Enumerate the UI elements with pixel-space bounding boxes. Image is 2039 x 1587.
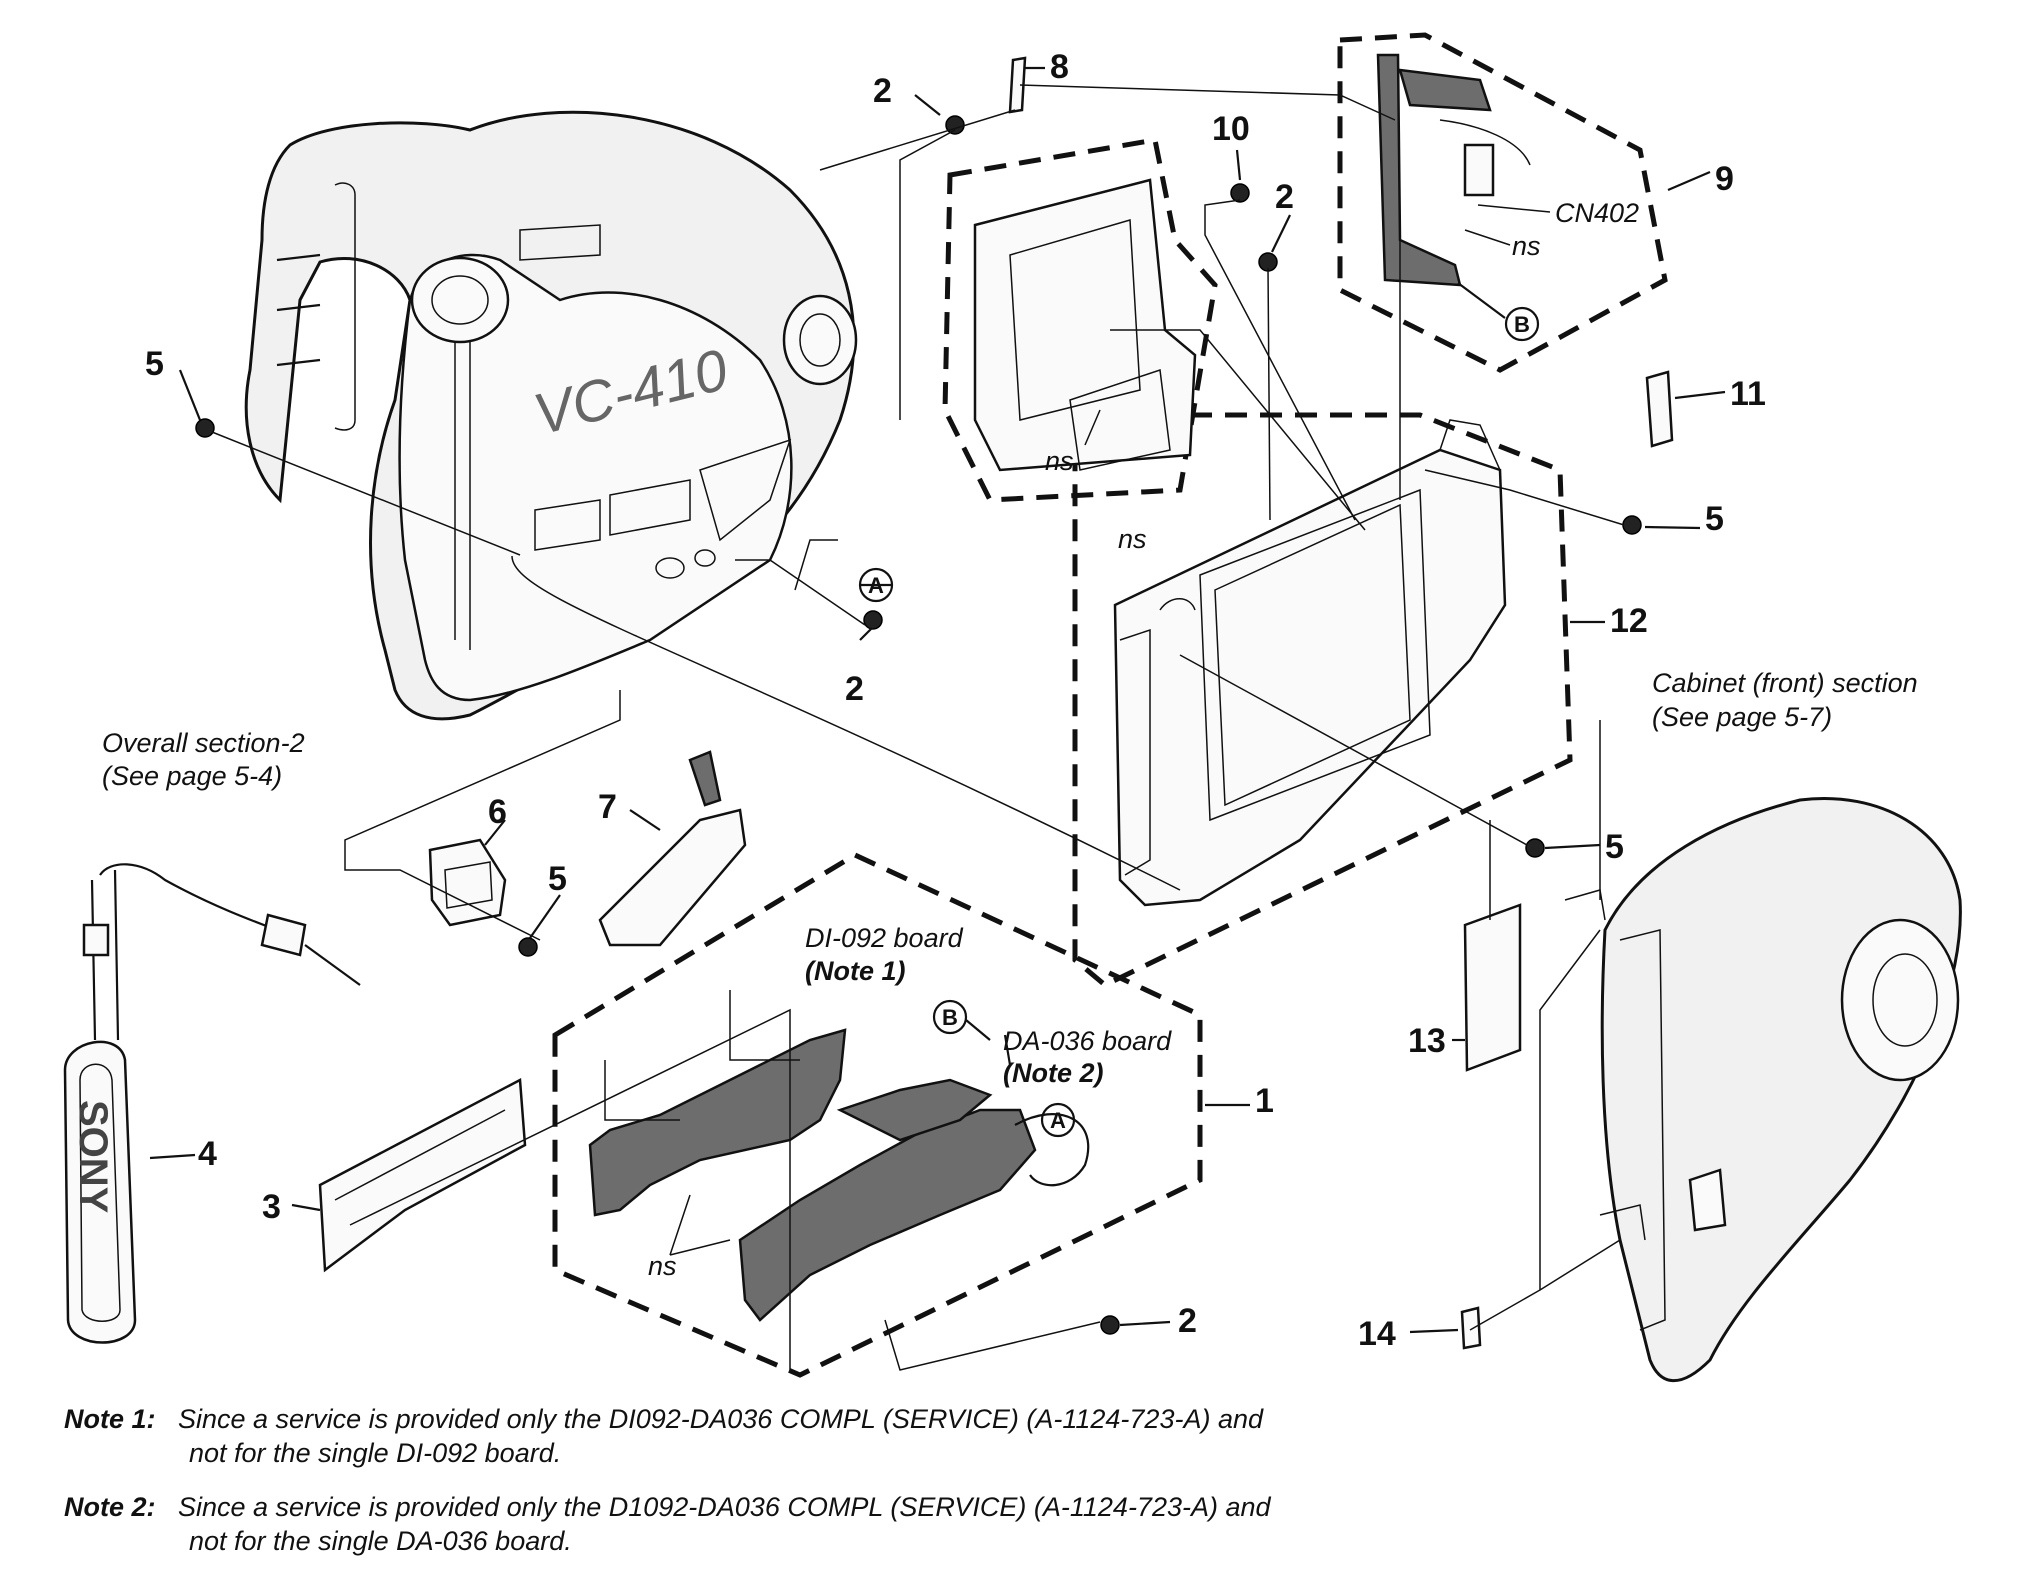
- callout-14: 14: [1358, 1315, 1396, 1353]
- callout-3: 3: [262, 1188, 281, 1226]
- sheet-part-13: [1463, 903, 1522, 1072]
- di-note-label: (Note 1): [805, 956, 906, 986]
- screw-2a: [945, 115, 965, 135]
- strap-brand-text: SONY: [71, 1100, 115, 1214]
- ns-label-1: ns: [1512, 231, 1541, 261]
- callout-1: 1: [1255, 1082, 1274, 1120]
- callout-11: 11: [1730, 375, 1766, 413]
- overall-section-page: (See page 5-4): [102, 761, 282, 791]
- callout-6: 6: [488, 793, 507, 831]
- callout-5a: 5: [145, 345, 164, 383]
- board-assembly-group-1: [552, 852, 1203, 1378]
- callout-2d: 2: [1178, 1302, 1197, 1340]
- cover-part-11: [1645, 370, 1674, 448]
- ref-marker-a-2: A: [1050, 1108, 1066, 1133]
- da-note-label: (Note 2): [1003, 1058, 1104, 1088]
- note-1-line2: not for the single DI-092 board.: [189, 1438, 562, 1468]
- sheet-part-14: [1460, 1306, 1482, 1350]
- callout-8: 8: [1050, 48, 1069, 86]
- bracket-group-10: [942, 137, 1218, 503]
- callout-2b: 2: [1275, 178, 1294, 216]
- ref-marker-b-2: B: [942, 1005, 958, 1030]
- callout-10: 10: [1212, 110, 1250, 148]
- note-2: Note 2: Since a service is provided only …: [64, 1490, 1271, 1558]
- note-2-line1: Since a service is provided only the D10…: [178, 1492, 1271, 1522]
- screw-5b: [1622, 515, 1642, 535]
- screw-5d: [518, 937, 538, 957]
- cabinet-front-assembly: [1564, 797, 1962, 1383]
- hand-strap-part-4: SONY: [63, 863, 361, 1344]
- leader-lines: [149, 66, 1726, 1371]
- note-2-line2: not for the single DA-036 board.: [189, 1526, 572, 1556]
- ref-marker-b-1: B: [1514, 312, 1530, 337]
- note-2-label: Note 2:: [64, 1492, 156, 1522]
- screw-5a: [195, 418, 215, 438]
- di-092-board: [588, 1028, 847, 1217]
- overall-section-2-assembly: VC-410: [244, 110, 858, 721]
- callout-7: 7: [598, 788, 617, 826]
- ns-label-4: ns: [648, 1251, 677, 1281]
- lever-part-7: [598, 750, 747, 947]
- flex-harness-group-9: [1337, 32, 1668, 373]
- cover-part-8: [1008, 56, 1027, 114]
- callout-5b: 5: [1705, 500, 1724, 538]
- note-1: Note 1: Since a service is provided only …: [64, 1402, 1263, 1470]
- note-1-label: Note 1:: [64, 1404, 156, 1434]
- overall-section-label: Overall section-2: [102, 728, 305, 758]
- callout-2c: 2: [845, 670, 864, 708]
- screw-2d: [1100, 1315, 1120, 1335]
- lcd-frame-group: [1072, 412, 1573, 988]
- ns-label-2: ns: [1045, 446, 1074, 476]
- screw-10: [1230, 183, 1250, 203]
- callout-5c: 5: [1605, 828, 1624, 866]
- screw-2c: [863, 610, 883, 630]
- callout-9: 9: [1715, 160, 1734, 198]
- di-board-label: DI-092 board: [805, 923, 964, 953]
- note-1-line1: Since a service is provided only the DI0…: [178, 1404, 1264, 1434]
- connector-label: CN402: [1555, 198, 1639, 228]
- callout-13: 13: [1408, 1022, 1446, 1060]
- callout-2a: 2: [873, 72, 892, 110]
- da-board-label: DA-036 board: [1003, 1026, 1172, 1056]
- bracket-part-6: [428, 838, 507, 927]
- ns-label-3: ns: [1118, 524, 1147, 554]
- callout-12: 12: [1610, 602, 1648, 640]
- text-labels: Overall section-2 (See page 5-4) Cabinet…: [102, 198, 1918, 1281]
- cabinet-front-page: (See page 5-7): [1652, 702, 1832, 732]
- cabinet-front-label: Cabinet (front) section: [1652, 668, 1918, 698]
- screws: [195, 115, 1642, 1335]
- callout-5d: 5: [548, 860, 567, 898]
- callout-4: 4: [198, 1135, 217, 1173]
- screw-5c: [1525, 838, 1545, 858]
- da-036-board: [738, 1108, 1037, 1322]
- callout-numbers: 8 2 10 2 9 5 11 5 12 2 5 6 7 5 13 1 4 3 …: [145, 48, 1766, 1353]
- plate-part-3: [318, 1078, 527, 1273]
